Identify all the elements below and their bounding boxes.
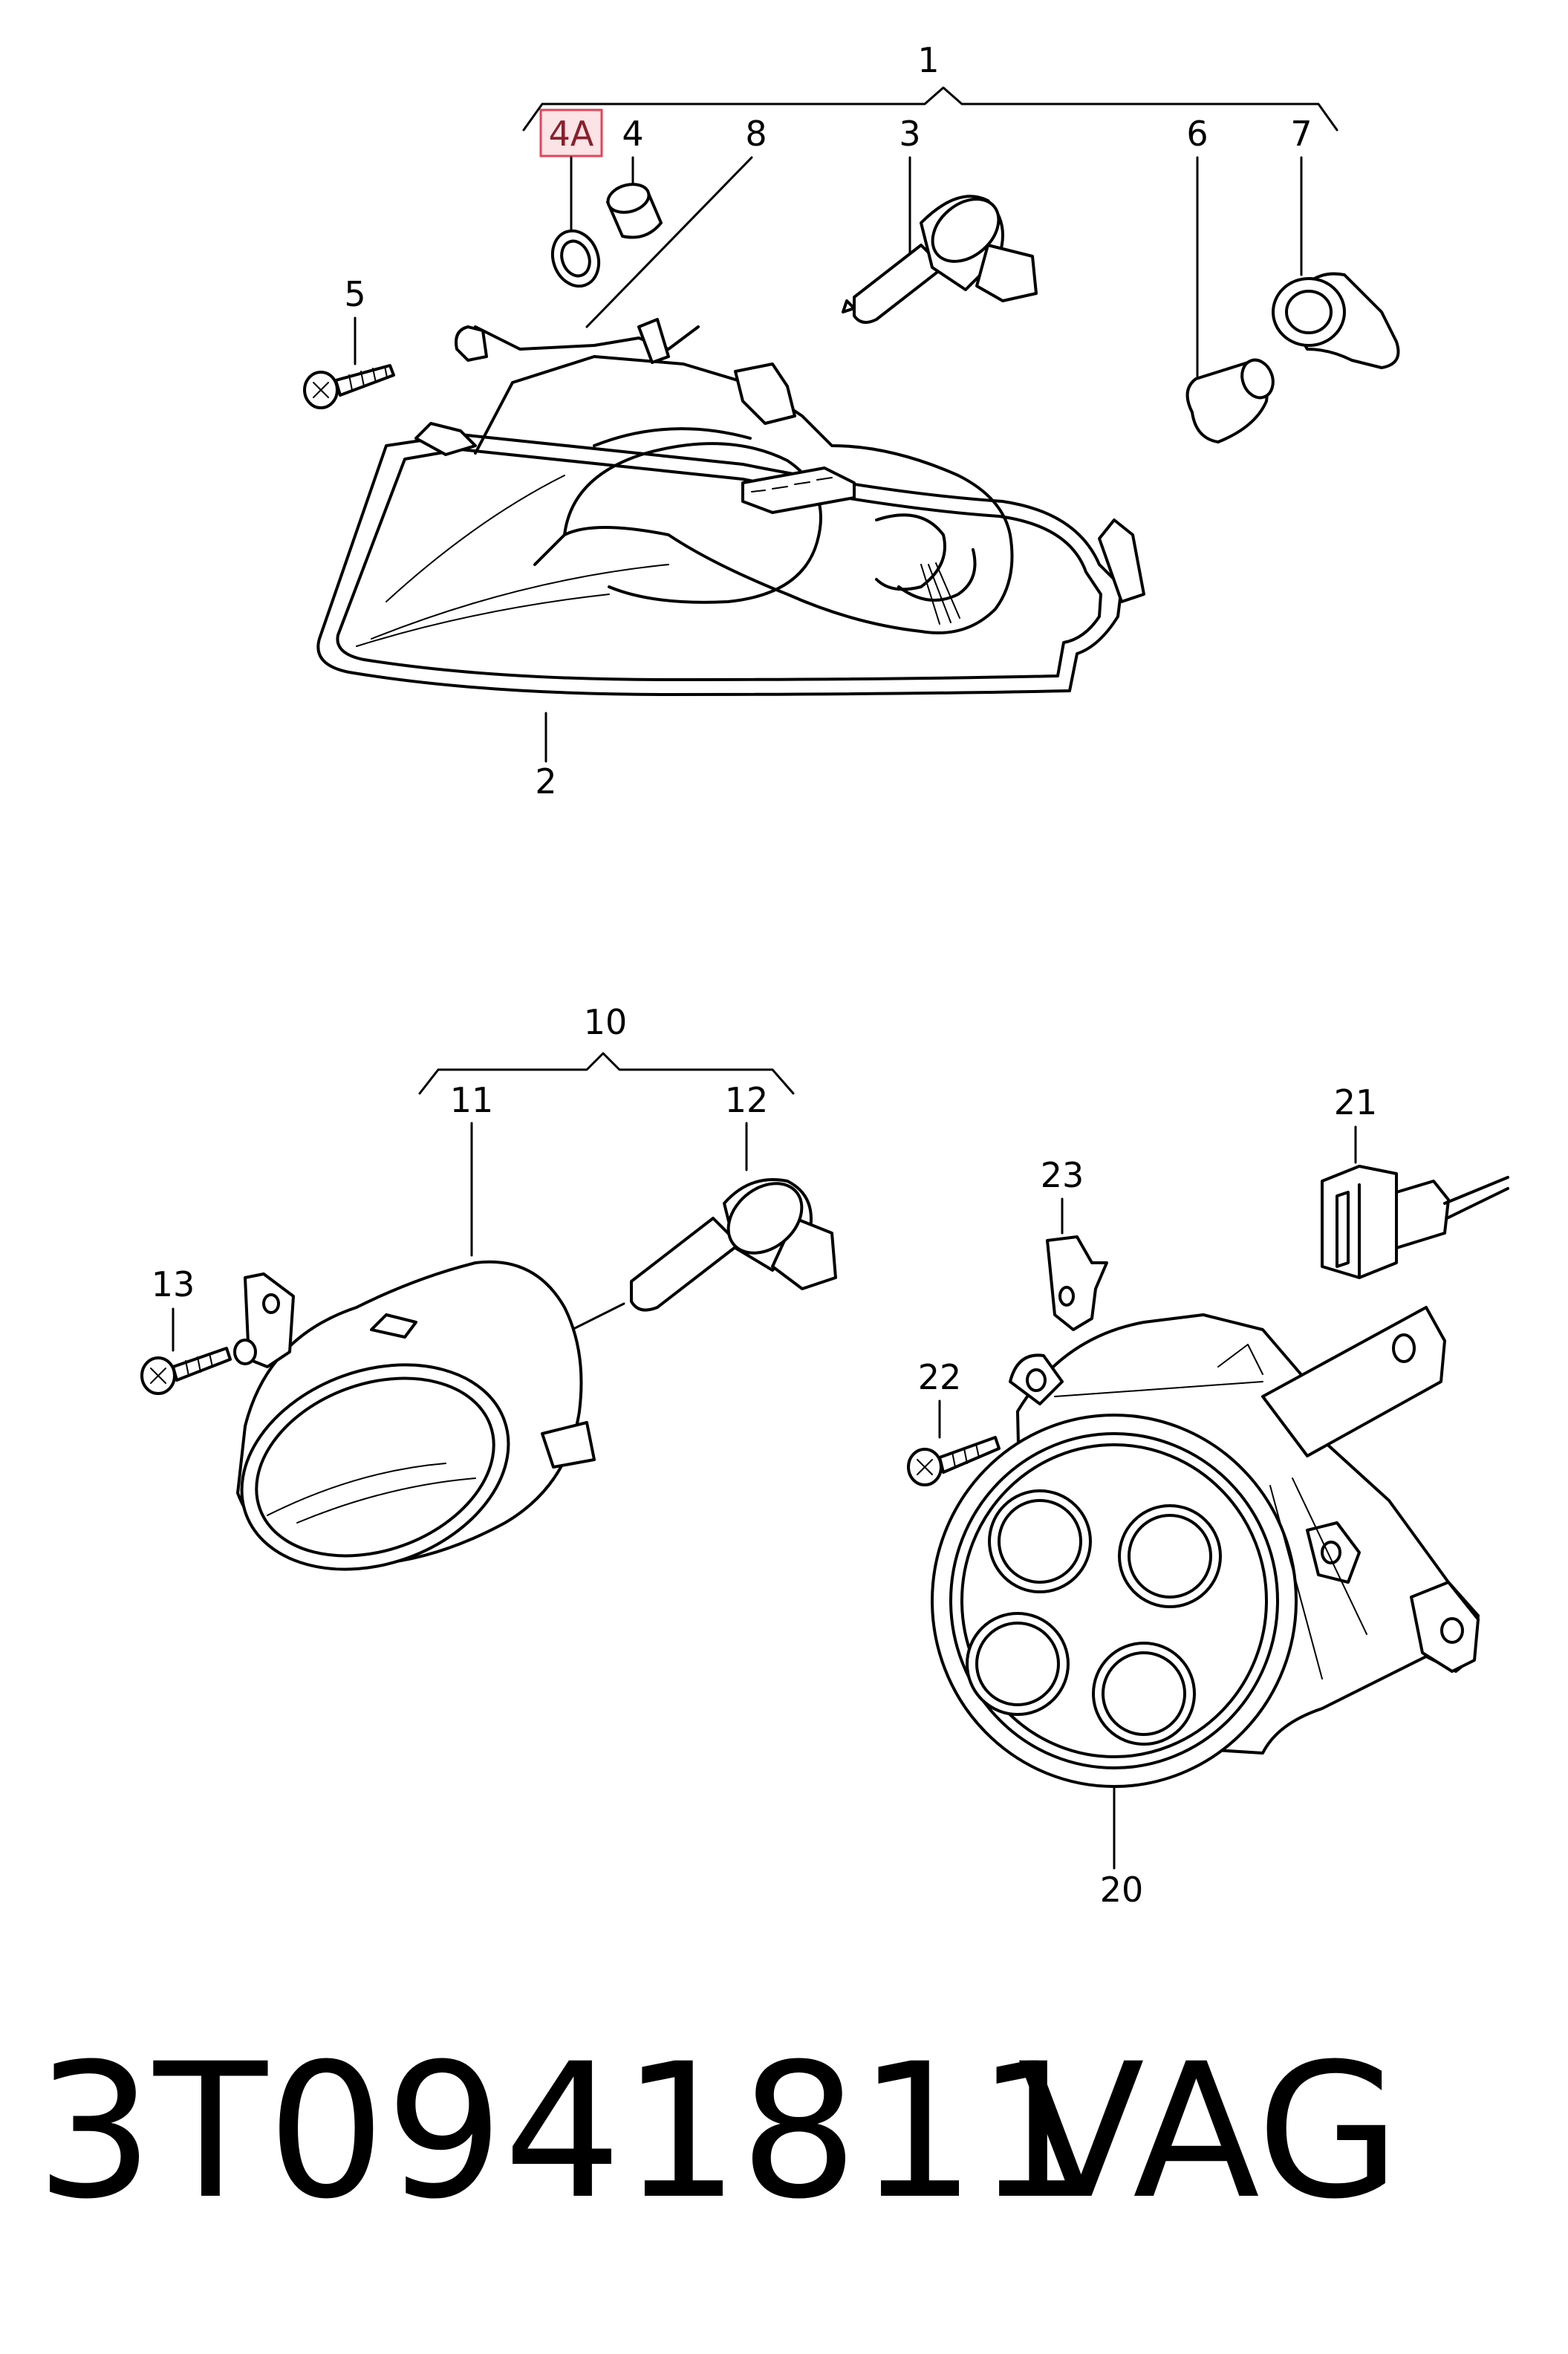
led-cup-1 (988, 1489, 1092, 1593)
led-cup-3 (966, 1612, 1070, 1716)
callout-7[interactable]: 7 (1290, 114, 1312, 154)
leader-12-axis (570, 1302, 625, 1331)
halogen-bulb-12 (630, 1178, 837, 1312)
callout-13[interactable]: 13 (152, 1264, 195, 1304)
clip-23 (1046, 1235, 1108, 1331)
o-ring-4a-inner (560, 239, 591, 278)
brand-name: VAG (1018, 2023, 1401, 2240)
leader-8 (585, 156, 753, 328)
callout-22[interactable]: 22 (918, 1357, 962, 1397)
callout-8[interactable]: 8 (745, 114, 767, 154)
connector-21 (1321, 1165, 1509, 1279)
sleeve-4-top (606, 183, 651, 214)
bracket-10 (418, 1052, 795, 1095)
callout-21[interactable]: 21 (1334, 1082, 1378, 1122)
callout-2[interactable]: 2 (535, 761, 556, 802)
fog-lamp-housing-2 (316, 318, 1145, 696)
mounting-bracket-11 (233, 1272, 295, 1368)
fog-lamp-11 (236, 1260, 596, 1571)
fog-light-assembly-20: 21 23 22 (907, 1082, 1509, 1910)
callout-20[interactable]: 20 (1100, 1870, 1144, 1910)
callout-10[interactable]: 10 (584, 1002, 628, 1042)
callout-6[interactable]: 6 (1186, 114, 1208, 154)
screw-13 (140, 1347, 232, 1395)
fog-light-assembly-10: 10 11 12 13 (140, 1002, 837, 1571)
screw-5 (303, 364, 395, 409)
callout-11[interactable]: 11 (450, 1080, 494, 1120)
led-cup-2 (1118, 1504, 1222, 1608)
o-ring-4a (550, 229, 601, 288)
callout-1[interactable]: 1 (917, 40, 939, 80)
bracket-1 (522, 86, 1338, 131)
callout-4a-highlight (539, 108, 603, 157)
callout-4a[interactable]: 4A (549, 114, 594, 154)
screw-22 (907, 1436, 1001, 1486)
callout-4[interactable]: 4 (622, 114, 643, 154)
part-number: 3T0941811 (36, 2023, 1095, 2240)
callout-12[interactable]: 12 (725, 1080, 769, 1120)
callout-5[interactable]: 5 (344, 274, 365, 314)
callout-3[interactable]: 3 (899, 114, 920, 154)
fog-light-assembly-1: 1 4A 4 8 3 6 7 (303, 40, 1400, 802)
led-cup-4 (1092, 1642, 1196, 1746)
bulb-6 (1185, 358, 1275, 443)
led-fog-lamp-20 (931, 1306, 1480, 1788)
bulb-socket-7 (1272, 272, 1400, 369)
halogen-bulb-3 (842, 195, 1038, 324)
callout-23[interactable]: 23 (1041, 1155, 1084, 1195)
